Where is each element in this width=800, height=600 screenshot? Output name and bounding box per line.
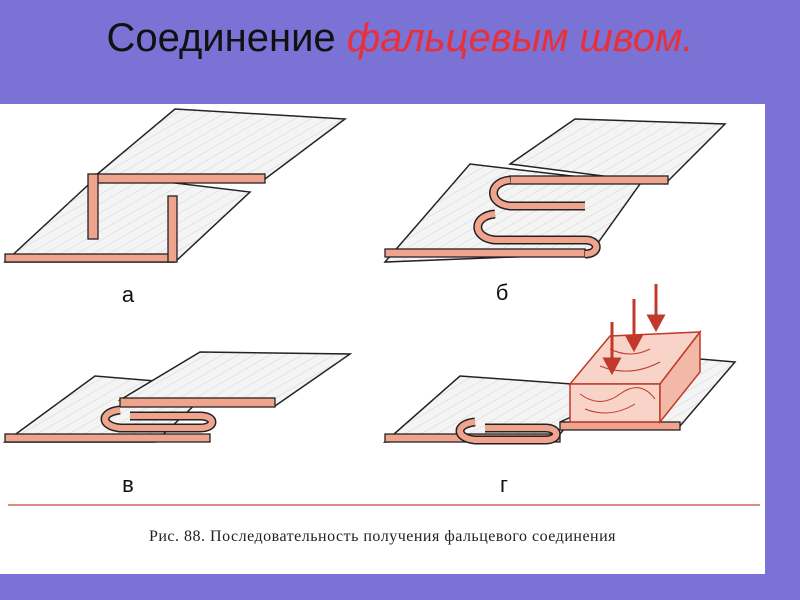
pressing-arrows [602,284,666,376]
caption-divider [8,504,760,506]
label-v: в [122,472,134,497]
step-a-drawing [3,108,348,263]
slide-title: Соединение фальцевым швом. [0,8,800,68]
label-a: а [121,282,135,307]
title-accent: фальцевым швом. [346,16,694,60]
figure-panel: а б в г Рис. 88. Последовательность полу… [0,104,765,574]
label-b: б [495,280,509,305]
label-g: г [499,472,509,497]
figure-caption: Рис. 88. Последовательность получения фа… [148,528,617,545]
seam-diagram [2,108,737,445]
step-v-drawing [2,351,353,443]
step-b-drawing [383,118,727,263]
title-plain: Соединение [106,16,347,60]
step-g-drawing [382,284,737,445]
